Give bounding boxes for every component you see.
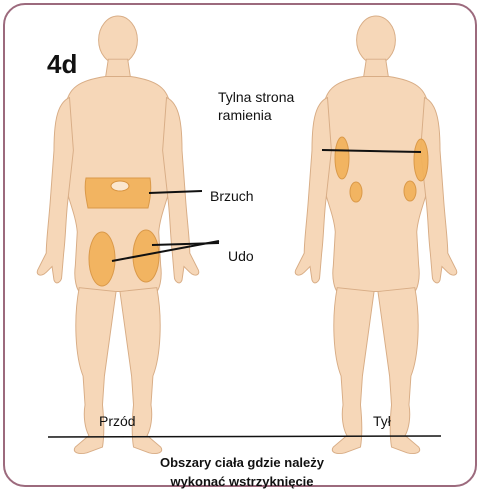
front-body bbox=[37, 16, 199, 454]
back-hip-left-zone bbox=[350, 182, 362, 202]
front-label: Przód bbox=[99, 412, 136, 430]
back-arm-left-zone bbox=[335, 137, 349, 179]
figure-label: 4d bbox=[47, 49, 77, 80]
back-body bbox=[295, 16, 457, 454]
abdomen-label: Brzuch bbox=[210, 187, 254, 205]
caption-line-2: wykonać wstrzyknięcie bbox=[0, 472, 484, 491]
back-arm-label: Tylna strona ramienia bbox=[218, 88, 294, 124]
left-thigh-zone bbox=[89, 232, 115, 286]
back-arm-label-line-2: ramienia bbox=[218, 106, 294, 124]
back-hip-right-zone bbox=[404, 181, 416, 201]
navel-marker bbox=[111, 181, 129, 191]
back-label: Tył bbox=[373, 412, 391, 430]
back-arm-right-zone bbox=[414, 139, 428, 181]
back-arm-label-line-1: Tylna strona bbox=[218, 88, 294, 106]
baseline bbox=[48, 436, 441, 437]
caption: Obszary ciała gdzie należy wykonać wstrz… bbox=[0, 453, 484, 491]
thigh-label: Udo bbox=[228, 247, 254, 265]
caption-line-1: Obszary ciała gdzie należy bbox=[0, 453, 484, 472]
thigh-leader-2 bbox=[152, 243, 219, 245]
